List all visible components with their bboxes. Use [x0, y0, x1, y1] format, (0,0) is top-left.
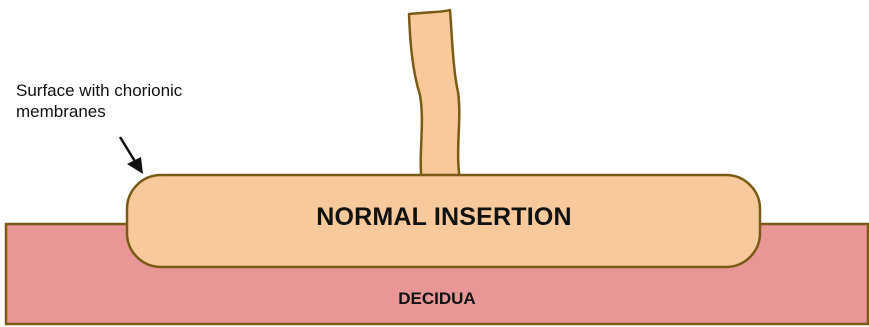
callout-line-2: membranes — [16, 101, 256, 122]
chorionic-surface-callout: Surface with chorionic membranes — [16, 80, 256, 122]
arrow-icon — [120, 137, 143, 174]
placenta-label: NORMAL INSERTION — [130, 203, 758, 232]
umbilical-cord — [409, 10, 460, 183]
decidua-label: DECIDUA — [6, 289, 868, 309]
callout-line-1: Surface with chorionic — [16, 80, 256, 101]
